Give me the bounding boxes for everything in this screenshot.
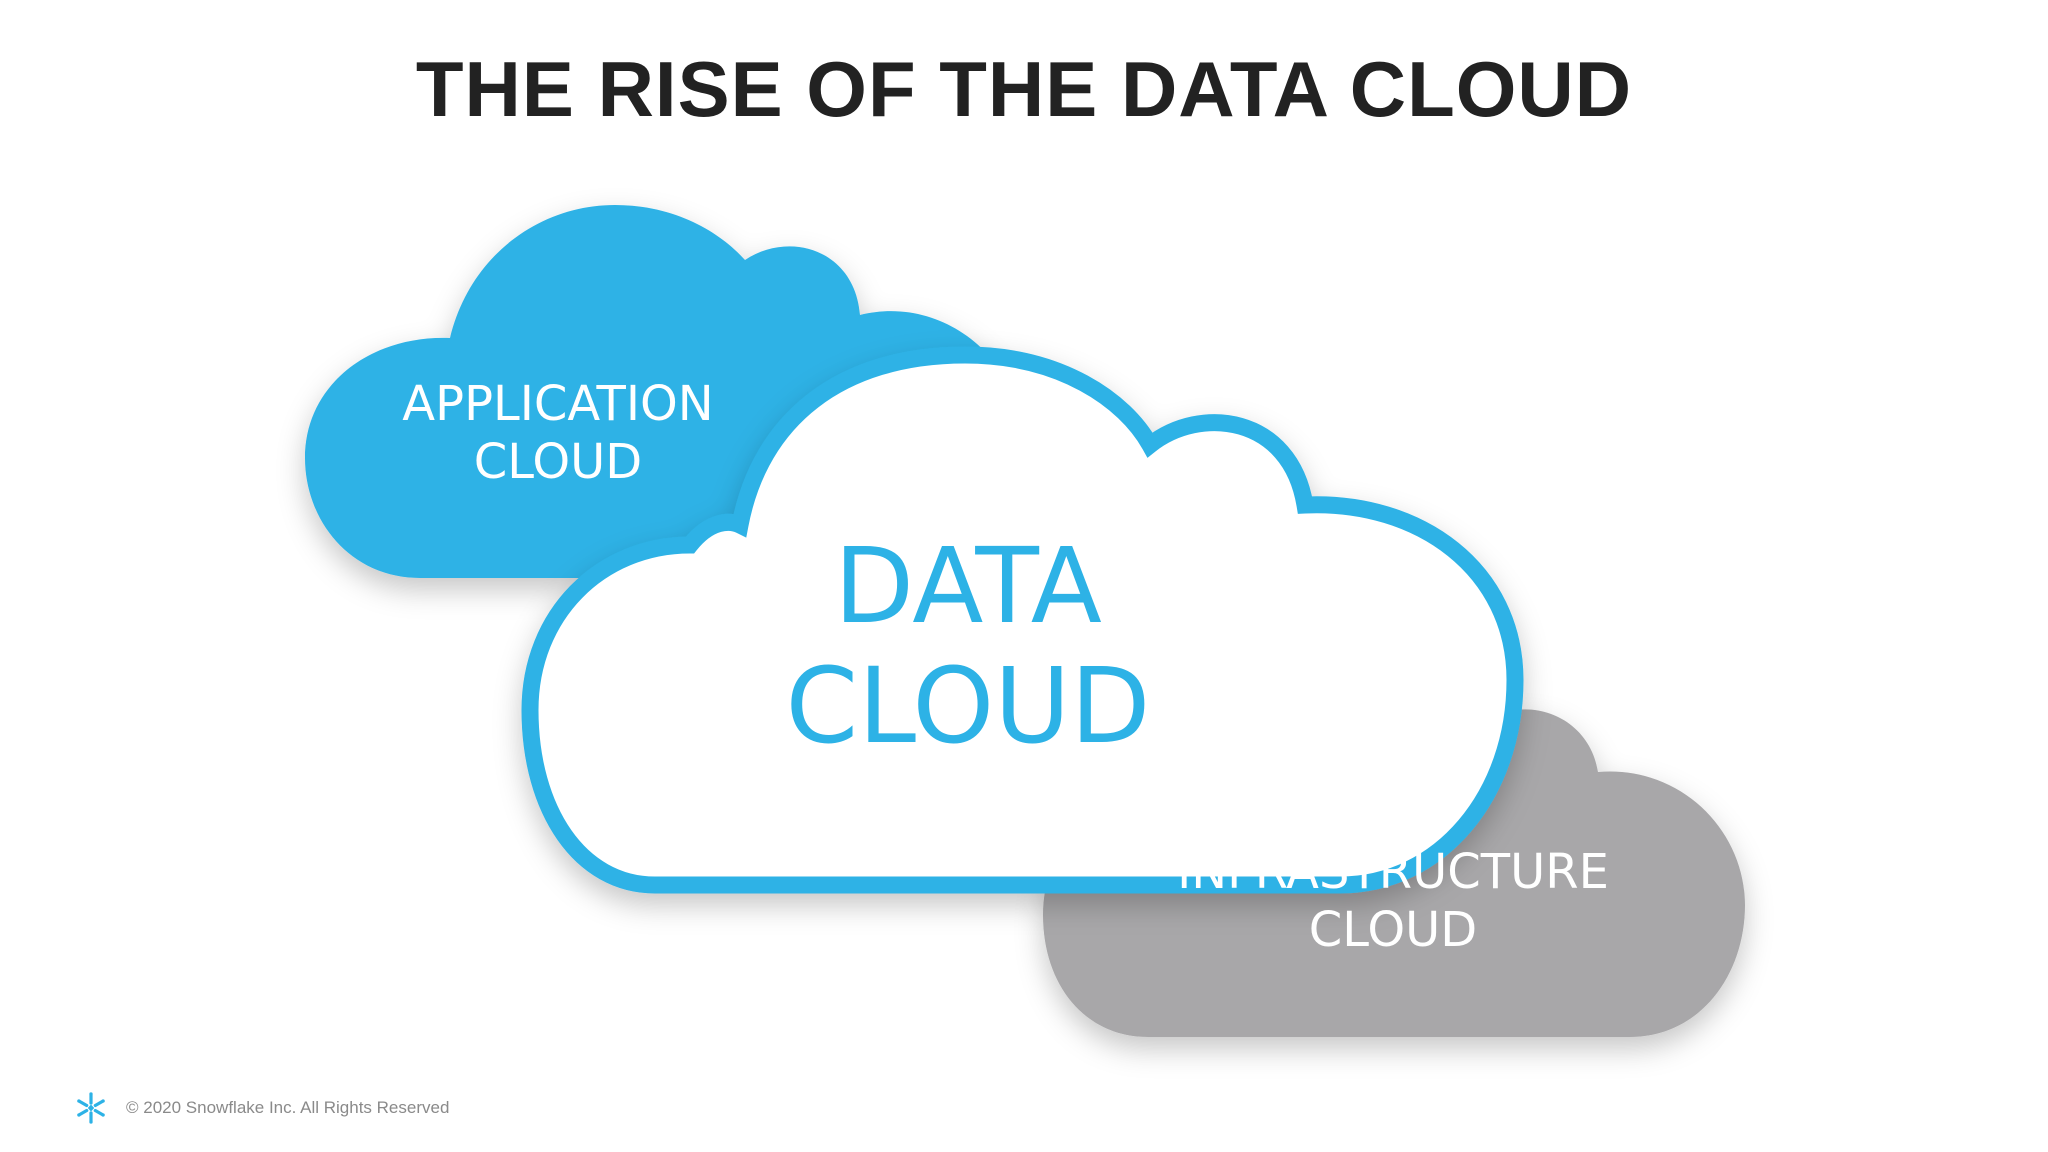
infrastructure-cloud-label-line1: INFRASTRUCTURE [1177,844,1609,900]
infrastructure-cloud-label-line2: CLOUD [1309,902,1477,958]
footer: © 2020 Snowflake Inc. All Rights Reserve… [74,1090,449,1126]
data-cloud-label-line2: CLOUD [786,645,1151,767]
data-cloud-label-line1: DATA [834,525,1102,647]
application-cloud-label-line2: CLOUD [474,434,642,490]
snowflake-logo-icon [77,1092,105,1124]
data-cloud-shape [521,346,1524,894]
application-cloud-label-line1: APPLICATION [402,376,713,432]
data-cloud [521,346,1524,894]
copyright-text: © 2020 Snowflake Inc. All Rights Reserve… [126,1098,450,1117]
slide-title: THE RISE OF THE DATA CLOUD [415,45,1633,133]
